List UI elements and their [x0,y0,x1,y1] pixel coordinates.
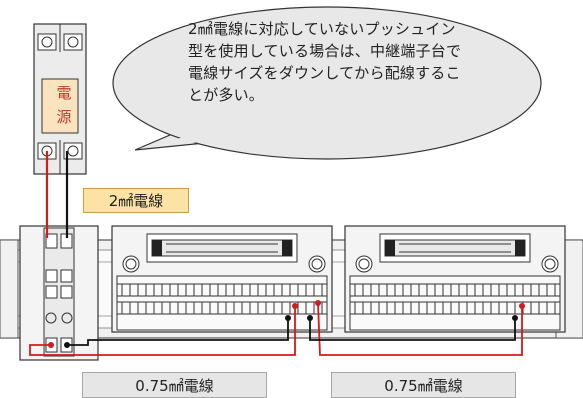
wire-branch-left-black [67,318,289,346]
callout-line-1: 2㎟電線に対応していないプッシュイン [188,20,456,38]
wire-branch-left-red [29,308,296,356]
callout-line-3: 電線サイズをダウンしてから配線するこ [188,64,461,82]
relay-terminal-block [19,225,99,361]
power-supply [33,23,87,175]
callout-line-2: 型を使用している場合は、中継端子台で [188,42,462,60]
wire-branch-right-red [317,302,523,356]
psu-label-bottom: 源 [56,108,72,126]
psu-label-top: 電 [56,84,72,102]
callout-text: 2㎟電線に対応していないプッシュイン 型を使用している場合は、中継端子台で 電線… [188,18,468,106]
wire-branch-right-black [309,318,516,341]
callout-line-4: とが多い。 [188,86,265,104]
callout-bubble [112,6,542,160]
terminal-block-left [111,225,333,333]
main-wire-label: 2㎟電線 [83,188,189,213]
connection-dots [48,300,525,348]
branch-wire-label-right: 0.75㎟電線 [331,372,516,398]
branch-wire-label-left: 0.75㎟電線 [82,372,267,398]
terminal-block-right [344,225,566,333]
